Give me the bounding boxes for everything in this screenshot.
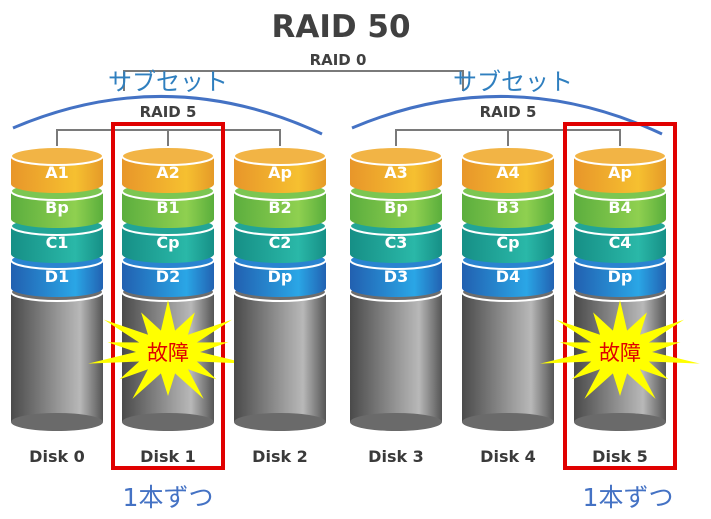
segment-label: B4 [608,198,631,217]
segment-label: C3 [385,233,408,252]
segment-bottom [350,210,442,228]
disk-body [462,292,554,422]
segment-top [10,146,104,166]
segment-bottom [122,175,214,193]
failure-note: 1本ずつ [583,483,674,512]
segment-bottom [122,245,214,263]
segment-bottom [122,279,214,297]
segment-label: D4 [496,267,520,286]
segment-label: C2 [269,233,292,252]
segment-label: Ap [268,163,292,182]
disk-body-bottom [574,413,666,431]
raid5-label: RAID 5 [480,103,537,121]
segment-bottom [462,279,554,297]
diagram-title: RAID 50 [271,9,410,45]
segment-bottom [574,210,666,228]
segment-label: Dp [268,267,293,286]
segment-bottom [462,175,554,193]
disk-body-bottom [350,413,442,431]
segment-top [121,146,215,166]
failure-burst-icon [88,300,248,399]
segment-label: Cp [496,233,519,252]
raid0-label: RAID 0 [310,51,367,69]
subset-arc [12,94,323,136]
disk-name-label: Disk 0 [29,447,85,466]
segment-bottom [234,210,326,228]
segment-bottom [350,245,442,263]
disk-body-bottom [11,413,103,431]
subset-label: サブセット [108,68,228,96]
segment-label: A1 [45,163,69,182]
segment-bottom [350,175,442,193]
segment-label: C1 [46,233,69,252]
segment-label: D2 [156,267,180,286]
segment-bottom [234,175,326,193]
segment-label: D1 [45,267,69,286]
disk-name-label: Disk 4 [480,447,536,466]
segment-bottom [462,210,554,228]
segment-bottom [234,245,326,263]
disk-body-bottom [234,413,326,431]
segment-top [461,146,555,166]
segment-top [349,146,443,166]
subset-arc [351,94,663,136]
segment-label: A3 [384,163,408,182]
failed-disk-highlight-box [111,122,225,470]
segment-label: B3 [496,198,519,217]
disk-name-label: Disk 1 [140,447,196,466]
segment-bottom [11,279,103,297]
segment-label: B2 [268,198,291,217]
segment-bottom [574,245,666,263]
disk-body [11,292,103,422]
failure-burst-icon [540,300,700,399]
segment-label: Bp [384,198,408,217]
segment-label: Dp [608,267,633,286]
raid5-label: RAID 5 [140,103,197,121]
segment-label: A4 [496,163,520,182]
disk-name-label: Disk 2 [252,447,308,466]
segment-bottom [11,175,103,193]
segment-label: D3 [384,267,408,286]
segment-bottom [350,279,442,297]
segment-bottom [234,279,326,297]
disk-body [234,292,326,422]
segment-label: C4 [609,233,632,252]
disk-body-bottom [462,413,554,431]
disk-body [350,292,442,422]
segment-bottom [574,279,666,297]
segment-top [573,146,667,166]
disk-name-label: Disk 5 [592,447,648,466]
failure-note: 1本ずつ [123,483,214,512]
segment-label: Bp [45,198,69,217]
segment-label: Ap [608,163,632,182]
segment-bottom [11,210,103,228]
segment-label: Cp [156,233,179,252]
failed-disk-highlight-box [563,122,677,470]
segment-bottom [462,245,554,263]
segment-bottom [574,175,666,193]
segment-label: B1 [156,198,179,217]
disk-name-label: Disk 3 [368,447,424,466]
disk-body-bottom [122,413,214,431]
segment-bottom [122,210,214,228]
segment-label: A2 [156,163,180,182]
segment-top [233,146,327,166]
failure-label: 故障 [599,341,641,365]
failure-label: 故障 [147,341,189,365]
raid5-connector [395,129,621,146]
raid5-connector [56,129,281,146]
raid0-connector [123,70,464,91]
subset-label: サブセット [453,68,573,96]
segment-bottom [11,245,103,263]
